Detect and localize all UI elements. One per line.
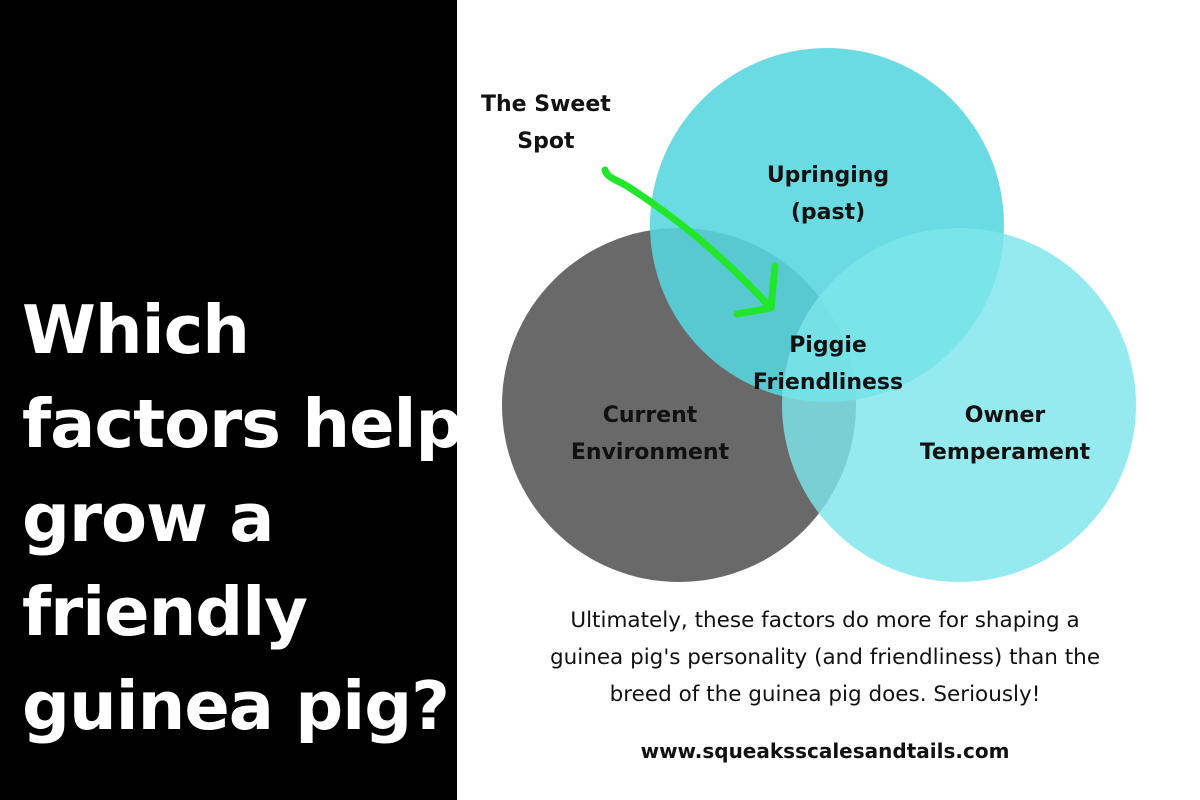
- center-label-line: Friendliness: [752, 370, 904, 395]
- headline-line: friendly: [22, 573, 308, 651]
- upbringing-label-line: (past): [790, 200, 866, 225]
- caption-line: Ultimately, these factors do more for sh…: [570, 608, 1080, 633]
- owner-label: Owner Temperament: [905, 397, 1105, 471]
- headline-panel: Which factors help grow a friendly guine…: [0, 0, 463, 800]
- owner-label-line: Temperament: [919, 440, 1091, 465]
- caption-text: Ultimately, these factors do more for sh…: [480, 602, 1170, 713]
- environment-label-line: Current: [602, 403, 698, 428]
- upbringing-label-line: Upringing: [766, 163, 890, 188]
- website-url: www.squeaksscalesandtails.com: [640, 739, 1010, 763]
- center-label: Piggie Friendliness: [733, 327, 923, 401]
- caption-line: breed of the guinea pig does. Seriously!: [609, 682, 1041, 707]
- sweet-spot-label: The Sweet Spot: [481, 86, 611, 160]
- sweet-spot-arrowhead: [733, 262, 779, 318]
- caption-line: guinea pig's personality (and friendline…: [549, 645, 1101, 670]
- sweet-spot-label-line: The Sweet: [481, 92, 611, 117]
- sweet-spot-label-line: Spot: [517, 129, 575, 154]
- sweet-spot-arrow: [601, 166, 773, 310]
- headline-line: grow a: [22, 479, 274, 557]
- headline-line: Which: [22, 291, 250, 369]
- venn-diagram: The Sweet Spot Upringing (past) Piggie F…: [457, 0, 1200, 600]
- upbringing-label: Upringing (past): [748, 157, 908, 231]
- environment-label-line: Environment: [570, 440, 730, 465]
- venn-graphic: [502, 48, 1136, 582]
- circle-owner-temperament: [782, 228, 1136, 582]
- headline-line: factors help: [22, 385, 463, 463]
- headline-line: guinea pig?: [22, 667, 450, 745]
- headline-title: Which factors help grow a friendly guine…: [22, 283, 463, 753]
- owner-label-line: Owner: [964, 403, 1046, 428]
- center-label-line: Piggie: [789, 333, 867, 358]
- environment-label: Current Environment: [550, 397, 750, 471]
